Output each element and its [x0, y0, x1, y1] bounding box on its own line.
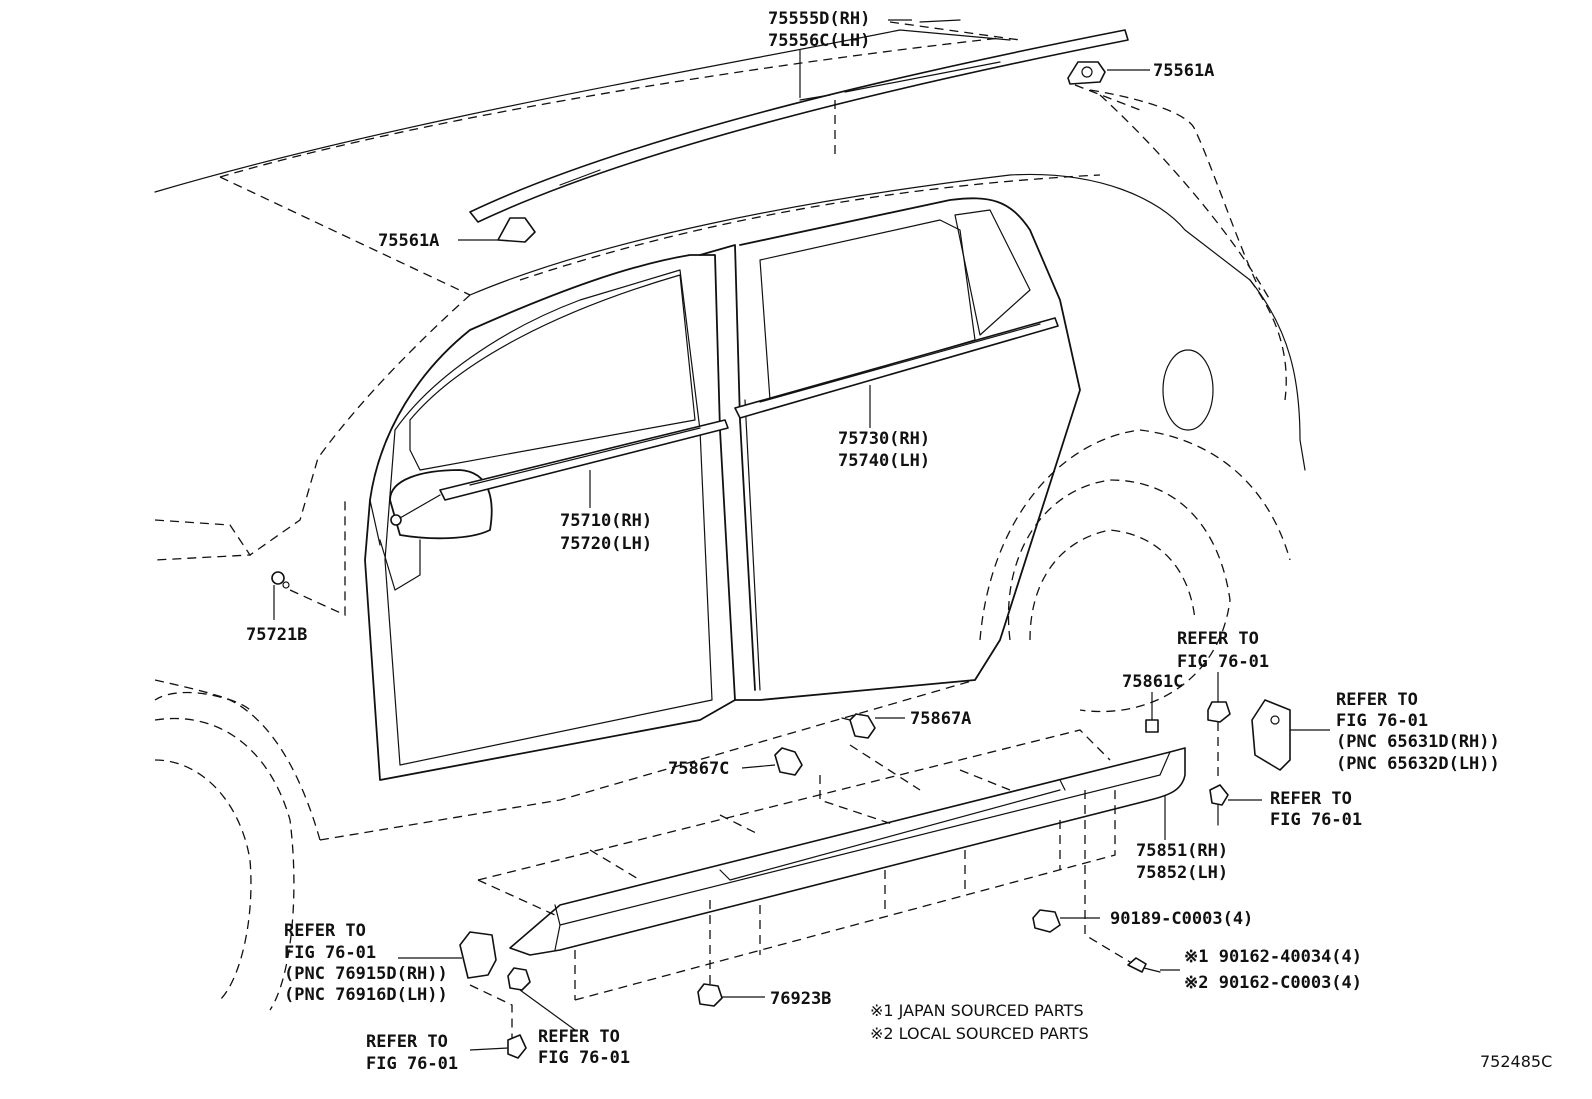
- clip-75867a: [841, 713, 905, 739]
- label-clip-76923: 76923B: [770, 989, 831, 1009]
- rocker-molding: [477, 729, 1186, 1001]
- roof-molding: [469, 19, 1129, 223]
- label-refer-nut-l-2: FIG 76-01: [538, 1048, 630, 1068]
- clip-90189: [1032, 909, 1100, 933]
- label-refer-nut-l-1: REFER TO: [538, 1027, 620, 1047]
- nut-top-right: [1207, 672, 1231, 780]
- label-clip-rear: 75561A: [1153, 61, 1214, 81]
- clip-75561a-front: [458, 217, 536, 243]
- label-rocker-lh: 75852(LH): [1136, 863, 1228, 883]
- front-belt-molding: [390, 419, 729, 526]
- label-clip-90189: 90189-C0003(4): [1110, 909, 1253, 929]
- label-front-belt-lh: 75720(LH): [560, 534, 652, 554]
- label-refer-bracket-r-2: FIG 76-01: [1336, 711, 1428, 731]
- label-clip-mirror: 75721B: [246, 625, 307, 645]
- label-refer-bolt-r-1: REFER TO: [1270, 789, 1352, 809]
- part-labels: 75555D(RH) 75556C(LH) 75561A 75561A 7571…: [246, 9, 1552, 1074]
- label-clip-rocker-end: 75861C: [1122, 672, 1183, 692]
- label-rocker-rh: 75851(RH): [1136, 841, 1228, 861]
- label-front-belt-rh: 75710(RH): [560, 511, 652, 531]
- label-roof-rh: 75555D(RH): [768, 9, 870, 29]
- label-clip-rocker-c: 75867C: [668, 759, 729, 779]
- screw-90162: [1127, 957, 1180, 973]
- label-pnc-r-rh: (PNC 65631D(RH)): [1336, 732, 1500, 752]
- label-roof-lh: 75556C(LH): [768, 31, 870, 51]
- clip-76923b: [697, 983, 765, 1007]
- label-refer-bolt-l-2: FIG 76-01: [366, 1054, 458, 1074]
- bolt-left: [469, 1034, 527, 1059]
- label-refer-bolt-r-2: FIG 76-01: [1270, 810, 1362, 830]
- label-rear-belt-rh: 75730(RH): [838, 429, 930, 449]
- label-pnc-l-lh: (PNC 76916D(LH)): [284, 985, 448, 1005]
- note-japan-sourced: ※1 JAPAN SOURCED PARTS: [870, 1001, 1084, 1020]
- bracket-left: [398, 931, 513, 1040]
- label-clip-front: 75561A: [378, 231, 439, 251]
- clip-75861c: [1145, 692, 1159, 733]
- label-refer-bracket-l-2: FIG 76-01: [284, 943, 376, 963]
- label-refer-bracket-r-1: REFER TO: [1336, 690, 1418, 710]
- rear-belt-molding: [734, 317, 1059, 428]
- label-refer-top-right-2: FIG 76-01: [1177, 652, 1269, 672]
- side-mirror: [369, 469, 493, 591]
- nut-left: [507, 967, 576, 1031]
- label-rear-belt-lh: 75740(LH): [838, 451, 930, 471]
- label-screw-2: ※2 90162-C0003(4): [1184, 973, 1362, 993]
- label-pnc-r-lh: (PNC 65632D(LH)): [1336, 754, 1500, 774]
- clip-75867c: [741, 747, 803, 776]
- clip-75561a-rear: [1067, 61, 1150, 111]
- clip-75721b: [271, 500, 346, 620]
- label-refer-bolt-l-1: REFER TO: [366, 1032, 448, 1052]
- doors-outline: [364, 197, 1081, 781]
- label-pnc-l-rh: (PNC 76915D(RH)): [284, 964, 448, 984]
- bolt-right: [1209, 784, 1262, 826]
- label-refer-bracket-l-1: REFER TO: [284, 921, 366, 941]
- note-local-sourced: ※2 LOCAL SOURCED PARTS: [870, 1024, 1089, 1043]
- figure-id: 752485C: [1480, 1052, 1552, 1071]
- bracket-right: [1251, 699, 1330, 771]
- label-clip-rocker-a: 75867A: [910, 709, 971, 729]
- label-refer-top-right-1: REFER TO: [1177, 629, 1259, 649]
- label-screw-1: ※1 90162-40034(4): [1184, 947, 1362, 967]
